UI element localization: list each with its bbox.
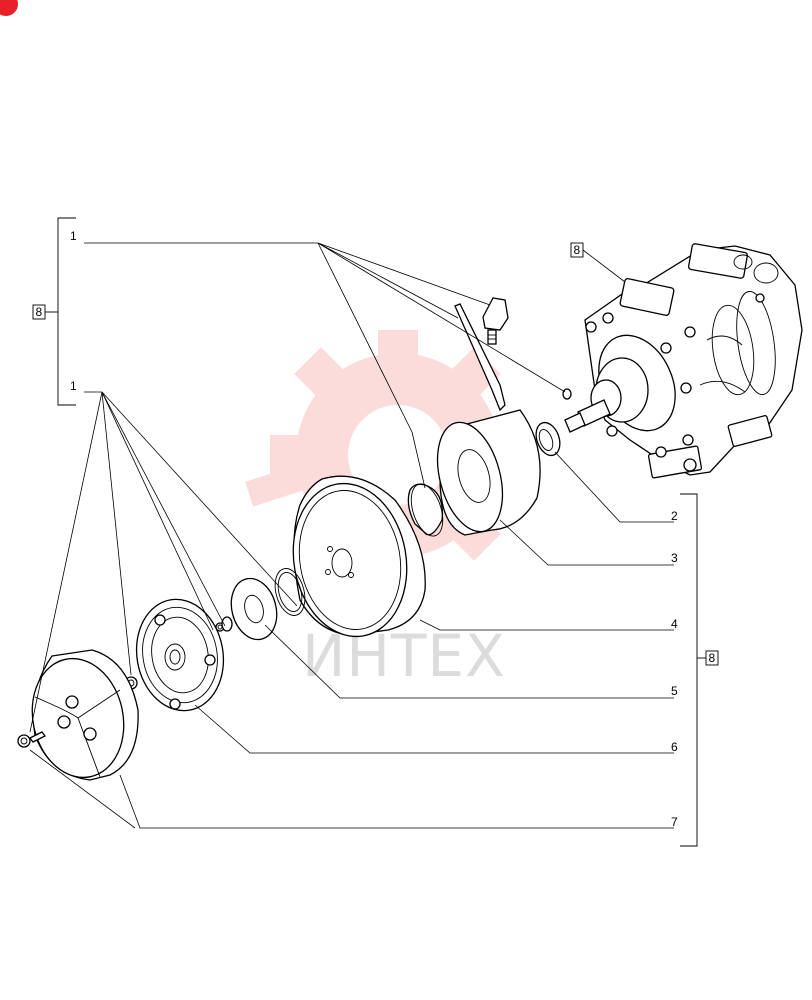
compressor-body	[564, 243, 803, 479]
left-group-bracket: 8	[32, 217, 76, 406]
callout-item-4: 4	[671, 617, 678, 631]
part-4-pulley	[292, 475, 426, 638]
callout-item-7: 7	[671, 815, 678, 829]
callout-item-1-upper: 1	[70, 229, 77, 243]
part-snap-ring	[407, 483, 444, 537]
callout-item-3: 3	[671, 551, 678, 565]
part-3-field-coil	[436, 303, 541, 536]
part-6-armature-plate	[124, 598, 233, 712]
callout-left-group: 8	[36, 305, 43, 319]
part-clip-bolt	[482, 297, 572, 400]
callout-right-group: 8	[709, 651, 716, 665]
part-7-cover	[17, 649, 139, 781]
callout-compressor: 8	[570, 242, 626, 283]
part-2-seal	[535, 421, 561, 457]
right-group-bracket: 8	[680, 493, 719, 847]
callout-item-6: 6	[671, 740, 678, 754]
callout-item-5: 5	[671, 684, 678, 698]
corner-brand-mark	[0, 0, 18, 16]
part-5-bearing	[230, 568, 306, 641]
callout-item-1-lower: 1	[70, 379, 77, 393]
callout-item-2: 2	[671, 509, 678, 523]
svg-text:8: 8	[574, 243, 581, 257]
watermark-text: ИНТЕХ	[302, 622, 506, 690]
leader-lines	[29, 242, 674, 829]
